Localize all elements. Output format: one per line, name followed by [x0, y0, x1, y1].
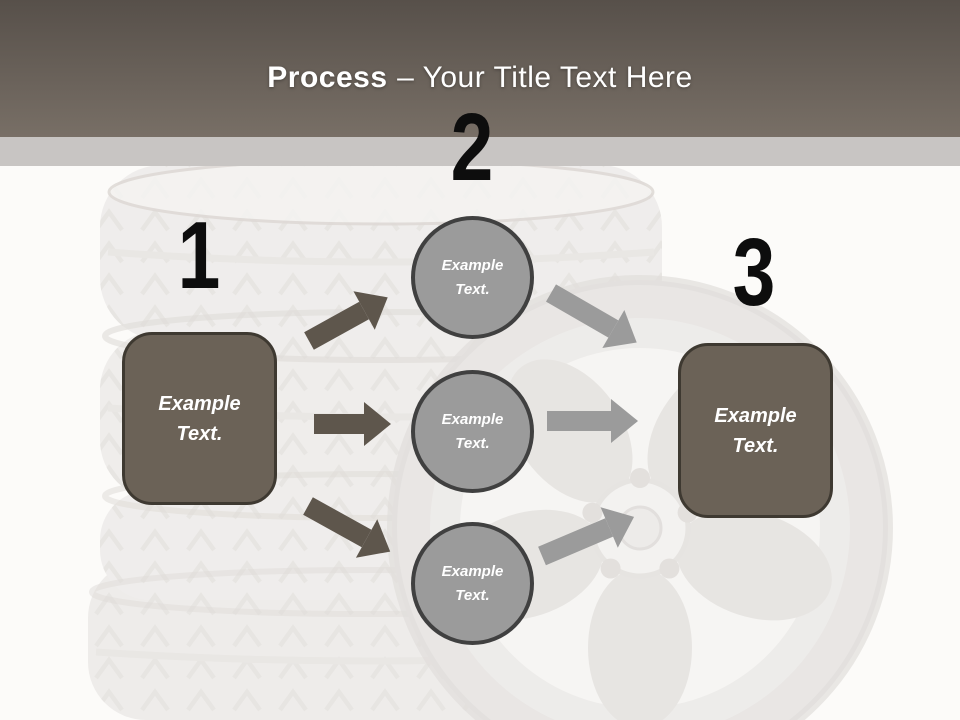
- header-divider-band: [0, 137, 960, 166]
- tire-stack-image: [88, 158, 662, 720]
- step-2-circle-top-label: Example Text.: [441, 256, 504, 298]
- arrow-shaft: [547, 411, 611, 431]
- step-2-circle-mid-label: Example Text.: [441, 410, 504, 452]
- arrow-step1-to-circle-mid: [314, 402, 391, 446]
- arrow-head-icon: [364, 402, 391, 446]
- arrow-circle-mid-to-step3: [547, 399, 638, 443]
- arrow-head-icon: [611, 399, 638, 443]
- step-1-box: Example Text.: [122, 332, 277, 505]
- step-2-circle-bot-label: Example Text.: [441, 562, 504, 604]
- page-title-rest: – Your Title Text Here: [397, 60, 693, 94]
- step-3-box-label: Example Text.: [714, 404, 797, 457]
- slide-header: Process – Your Title Text Here: [0, 0, 960, 137]
- step-1-number: 1: [177, 202, 221, 309]
- step-3-box: Example Text.: [678, 343, 833, 518]
- step-2-circle-mid: Example Text.: [411, 370, 534, 493]
- step-2-circle-top: Example Text.: [411, 216, 534, 339]
- step-1-box-label: Example Text.: [158, 392, 241, 445]
- page-title-emphasis: Process: [267, 60, 388, 94]
- step-2-circle-bot: Example Text.: [411, 522, 534, 645]
- arrow-shaft: [314, 414, 364, 434]
- step-2-number: 2: [450, 94, 494, 201]
- step-3-number: 3: [732, 219, 776, 326]
- page-title: Process – Your Title Text Here: [267, 43, 692, 95]
